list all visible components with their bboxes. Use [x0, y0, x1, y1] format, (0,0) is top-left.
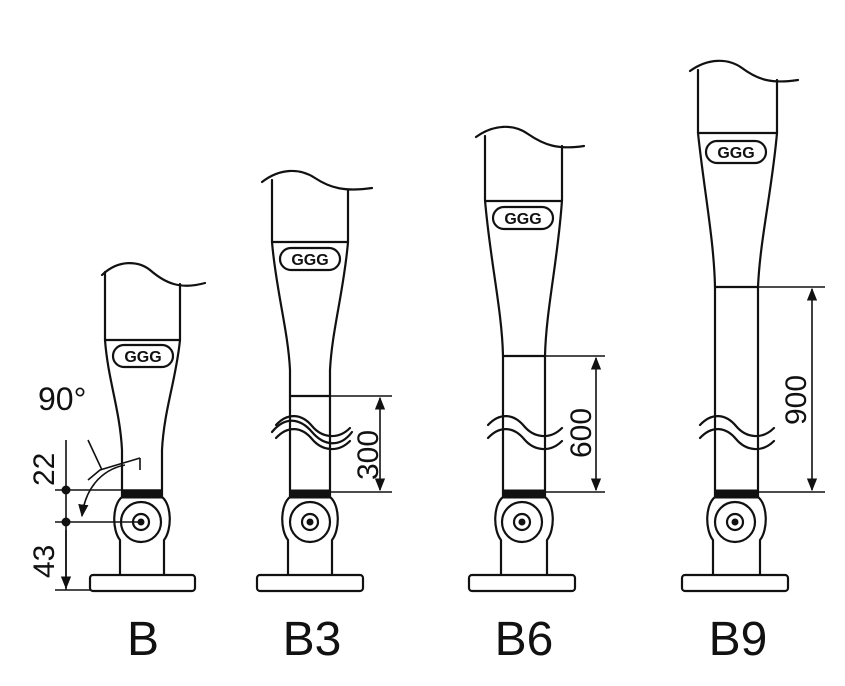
svg-text:GGG: GGG: [291, 252, 328, 269]
model-b3: GGG 300 B3: [255, 169, 392, 666]
dim-extension-label: 900: [780, 375, 813, 425]
model-label-b: B: [127, 613, 159, 666]
model-b6: GGG 600 B6: [467, 125, 605, 666]
model-b: GGG 90° 22 43 B: [28, 262, 207, 666]
dim-lower-label: 43: [28, 545, 61, 578]
logo-plate: GGG: [491, 205, 555, 231]
svg-text:GGG: GGG: [124, 349, 161, 366]
angle-arc: [78, 464, 126, 518]
logo-plate: GGG: [278, 246, 342, 272]
logo-plate: GGG: [704, 139, 768, 165]
model-label-b6: B6: [495, 613, 554, 666]
model-label-b3: B3: [283, 613, 342, 666]
dim-upper-label: 22: [28, 453, 61, 486]
svg-text:GGG: GGG: [717, 145, 754, 162]
model-label-b9: B9: [709, 613, 768, 666]
angle-label: 90°: [38, 381, 86, 417]
logo-plate: GGG: [111, 343, 175, 369]
dim-extension-label: 600: [565, 408, 598, 458]
model-b9: GGG 900 B9: [680, 59, 825, 666]
dim-extension-label: 300: [352, 430, 385, 480]
svg-text:GGG: GGG: [504, 211, 541, 228]
